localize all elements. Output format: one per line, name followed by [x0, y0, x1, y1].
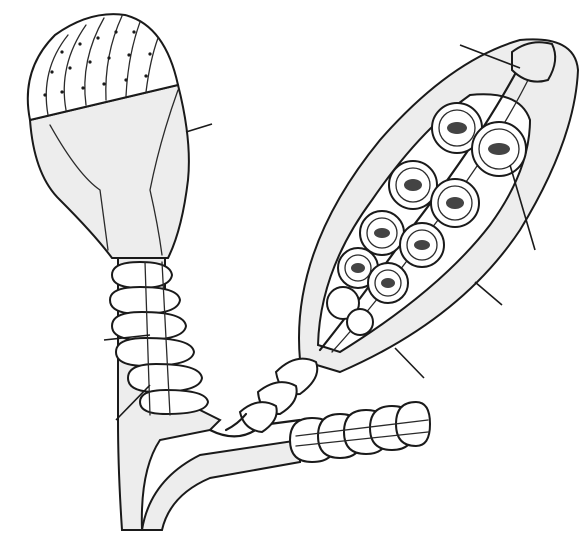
- leader-line: [186, 124, 212, 132]
- scolex: [28, 14, 220, 530]
- leader-line: [395, 348, 424, 378]
- leader-line: [475, 282, 502, 305]
- lower-ringed-branch: [290, 402, 430, 462]
- gravid-proglottid: [226, 39, 578, 432]
- apical-pore: [512, 42, 555, 81]
